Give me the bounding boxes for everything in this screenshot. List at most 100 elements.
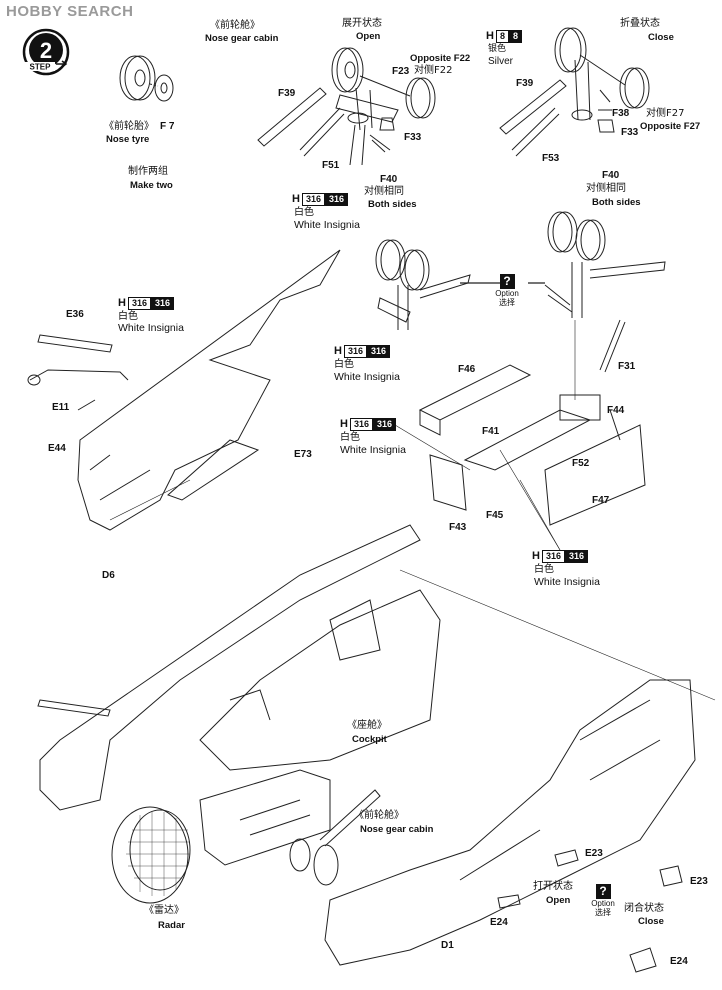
paint-white-cn-5: 白色 [534,564,554,575]
radar-en: Radar [158,920,185,931]
nose-gear-cabin2-en: Nose gear cabin [360,824,434,835]
part-e24-b: E24 [670,956,688,967]
paint-h: H [340,418,348,430]
paint-h: H [118,297,126,309]
paint-code-dark: 316 [366,345,391,358]
nose-gear-cabin-cn: 《前轮舱》 [210,20,260,31]
question-icon: ? [499,274,515,289]
question-icon: ? [595,884,611,899]
part-f39-a: F39 [278,88,296,99]
opposite-f22-cn: 对侧F22 [414,65,453,76]
cockpit-cn: 《座舱》 [347,720,387,731]
part-e24-a: E24 [490,917,508,928]
paint-code: 316 [301,193,325,206]
paint-code-dark: 316 [372,418,397,431]
part-f31: F31 [618,361,636,372]
part-f44: F44 [607,405,625,416]
paint-code-dark: 8 [508,30,522,43]
paint-h: H [486,30,494,42]
part-f45: F45 [486,510,504,521]
part-f53: F53 [542,153,560,164]
paint-white-en-1: White Insignia [294,219,360,231]
part-f38: F38 [612,108,630,119]
paint-white-cn-4: 白色 [340,432,360,443]
option-en: Option [495,289,519,298]
option2-en: Option [591,899,615,908]
make-two-en: Make two [130,180,173,191]
radar-cn: 《雷达》 [144,905,184,916]
nose-tyre-cn: 《前轮胎》 [104,121,154,132]
wheel-well-box [418,364,646,526]
part-f41: F41 [482,426,500,437]
closed-gear-drawing [499,27,650,157]
close2-cn: 闭合状态 [624,903,664,914]
option-marker-2: ? Option 选择 [588,884,618,917]
paint-code: 316 [349,418,373,431]
paint-callout-white-5: H 316 316 [532,550,589,563]
part-f33-b: F33 [621,127,639,138]
nose-gear-cabin2-cn: 《前轮舱》 [354,810,404,821]
paint-code: 316 [343,345,367,358]
close2-en: Close [638,916,664,927]
part-e23-b: E23 [690,876,708,887]
part-f43: F43 [449,522,467,533]
paint-callout-white-1: H 316 316 [292,193,349,206]
open2-cn: 打开状态 [533,881,573,892]
option-cn: 选择 [499,298,515,307]
open-cn: 展开状态 [342,18,382,29]
paint-code-dark: 316 [564,550,589,563]
part-f39-b: F39 [516,78,534,89]
part-f40-b: F40 [602,170,620,181]
nose-gear-cabin-en: Nose gear cabin [205,33,279,44]
paint-callout-white-3: H 316 316 [334,345,391,358]
part-e36: E36 [66,309,84,320]
part-f40-a: F40 [380,174,398,185]
opposite-f27-cn: 对侧F27 [646,108,685,119]
opposite-f27-en: Opposite F27 [640,121,701,132]
paint-white-en-3: White Insignia [334,371,400,383]
both-sides-en-2: Both sides [592,197,641,208]
radar-drawing [111,806,191,904]
cockpit-en: Cockpit [352,734,387,745]
paint-white-cn-3: 白色 [334,359,354,370]
paint-code: 316 [541,550,565,563]
both-sides-cn-2: 对侧相同 [586,183,626,194]
open2-en: Open [546,895,571,906]
part-d6: D6 [102,570,115,581]
part-d1: D1 [441,940,454,951]
part-e44: E44 [48,443,66,454]
paint-code-dark: 316 [150,297,175,310]
nose-tyre-en: Nose tyre [106,134,150,145]
fuselage-main [37,524,696,966]
paint-white-cn-2: 白色 [118,311,138,322]
part-e23-drawing [659,865,683,887]
silver-en: Silver [488,56,514,67]
silver-cn: 银色 [488,44,507,54]
paint-code-dark: 316 [324,193,349,206]
nose-tyre-drawing [119,55,174,102]
canopy-drawing [27,334,260,501]
make-two-cn: 制作两组 [128,166,168,177]
step-badge: 2 STEP [22,28,70,76]
both-sides-cn-1: 对侧相同 [364,186,404,197]
paint-callout-white-4: H 316 316 [340,418,397,431]
watermark: HOBBY SEARCH [6,3,134,20]
gear-assembly-middle [375,211,666,373]
paint-white-en-4: White Insignia [340,444,406,456]
part-f47: F47 [592,495,610,506]
paint-white-en-5: White Insignia [534,576,600,588]
paint-h: H [292,193,300,205]
paint-code: 316 [127,297,151,310]
open-gear-drawing [257,47,436,166]
close-en: Close [648,32,674,43]
part-f23: F23 [392,66,410,77]
part-e11: E11 [52,402,70,413]
close-cn: 折叠状态 [620,18,660,29]
paint-h: H [532,550,540,562]
both-sides-en-1: Both sides [368,199,417,210]
part-f46: F46 [458,364,476,375]
paint-callout-silver: H 8 8 [486,30,522,43]
part-e73: E73 [294,449,312,460]
